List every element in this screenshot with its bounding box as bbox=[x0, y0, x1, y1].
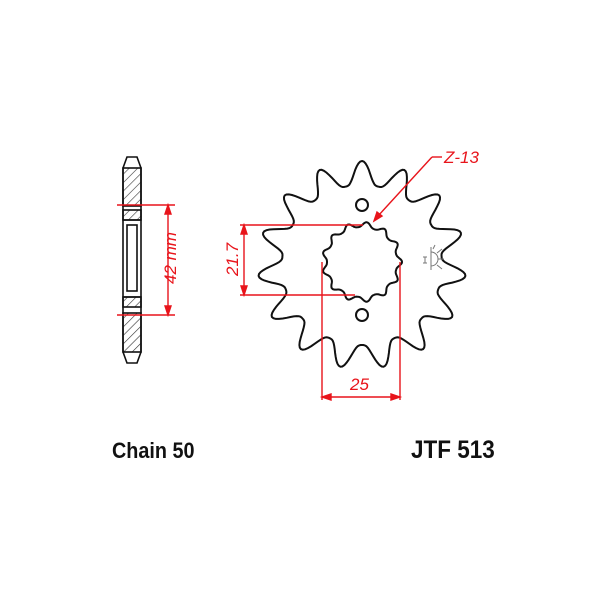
sprocket-front-view bbox=[257, 159, 467, 368]
spline-teeth-label: Z-13 bbox=[443, 148, 480, 167]
spline-outer-label: 25 bbox=[349, 375, 369, 394]
spline-inner-label: 21.7 bbox=[223, 242, 242, 277]
bolt-circle-label: 42 mm bbox=[161, 232, 180, 284]
spline-teeth-leader bbox=[372, 156, 442, 223]
sprocket-side-view bbox=[122, 156, 142, 364]
part-number-label: JTF 513 bbox=[411, 436, 495, 464]
chain-label: Chain 50 bbox=[112, 438, 195, 463]
spline-outer-dimension bbox=[319, 262, 403, 401]
jt-logo-icon bbox=[423, 244, 444, 270]
bolt-circle-dimension bbox=[117, 202, 175, 318]
spline-inner-dimension bbox=[240, 222, 363, 298]
